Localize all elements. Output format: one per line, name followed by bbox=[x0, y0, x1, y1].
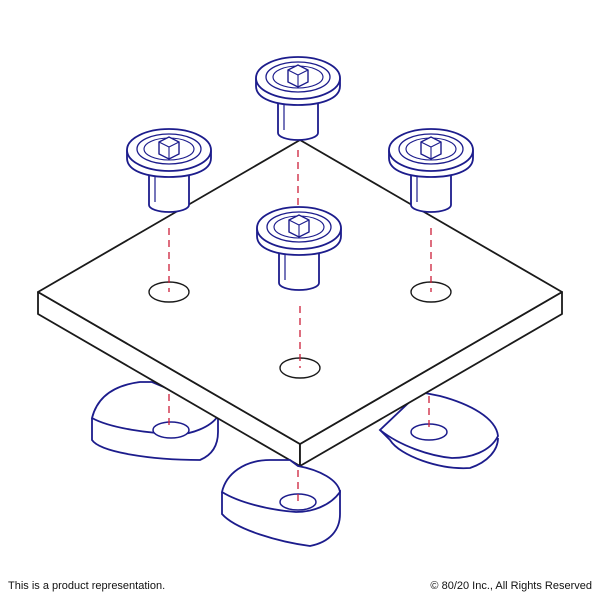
t-nut-front bbox=[220, 459, 341, 547]
disclaimer-text: This is a product representation. bbox=[8, 580, 166, 592]
t-nut-left bbox=[90, 381, 220, 461]
screw-back bbox=[255, 56, 341, 141]
plate-top-face bbox=[37, 139, 563, 445]
center-lines bbox=[168, 150, 432, 502]
t-nut-right bbox=[378, 391, 499, 470]
copyright-text: © 80/20 Inc., All Rights Reserved bbox=[430, 580, 592, 592]
t-nut-left-hole bbox=[152, 421, 190, 439]
